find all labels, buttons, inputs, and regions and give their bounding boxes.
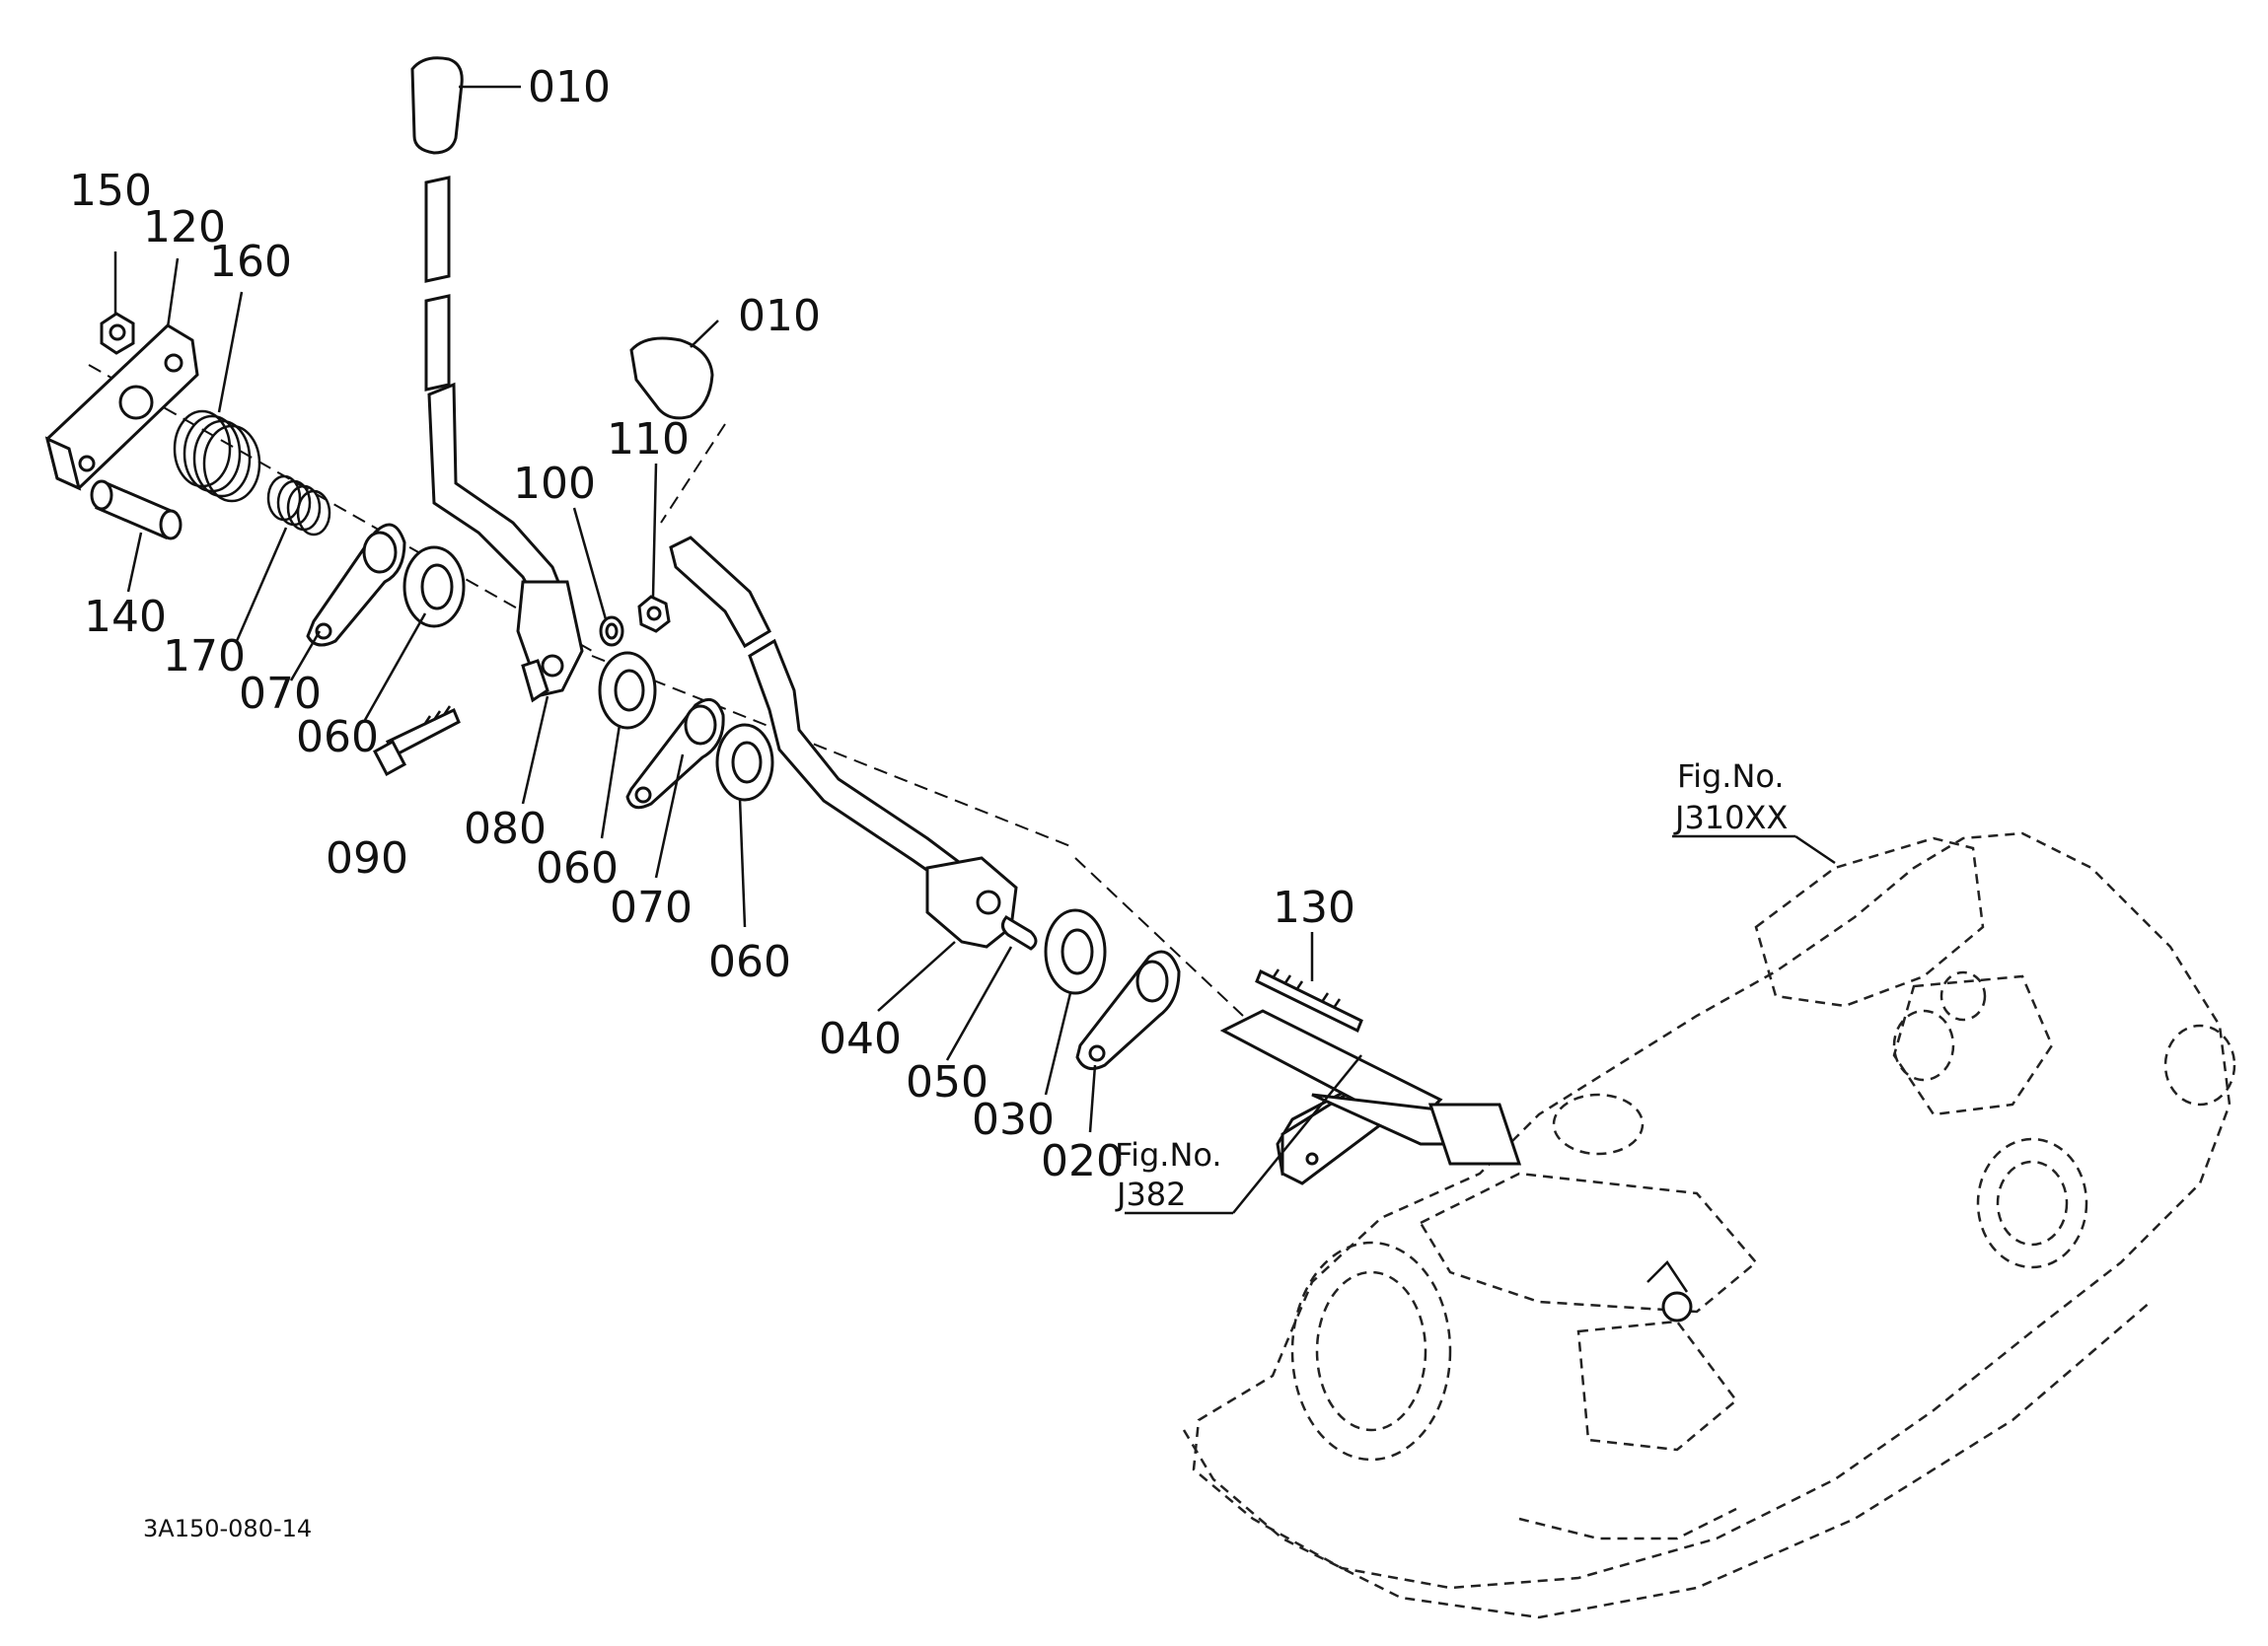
- shift-lever-040: [669, 536, 1018, 949]
- transmission-housing-outline: [1182, 831, 2236, 1619]
- shift-shaft-assembly: [1219, 1009, 1522, 1185]
- callout-090: 090: [326, 833, 408, 884]
- plate-070-upper: [306, 523, 406, 647]
- nut-110: [637, 595, 671, 633]
- callout-140: 140: [84, 592, 167, 642]
- knob-010-lower: [629, 336, 714, 420]
- washer-060-upper: [402, 545, 466, 628]
- callout-170: 170: [163, 631, 246, 681]
- callout-120: 120: [143, 202, 226, 252]
- callout-040: 040: [819, 1014, 902, 1064]
- axis-line-knob: [660, 423, 726, 524]
- callout-060-upper: 060: [296, 712, 379, 762]
- callout-110: 110: [607, 414, 690, 465]
- fig-ref-upper-label: Fig.No.: [1677, 757, 1785, 795]
- leader-lines: [113, 85, 1836, 1215]
- fig-ref-lower-label: Fig.No.: [1115, 1136, 1222, 1174]
- fig-ref-upper-code: J310XX: [1673, 799, 1788, 836]
- spring-160: [173, 409, 261, 503]
- axis-line-upper: [88, 364, 593, 652]
- callout-160: 160: [209, 237, 292, 287]
- fig-ref-lower-code: J382: [1115, 1176, 1187, 1213]
- callout-030: 030: [972, 1095, 1055, 1145]
- axis-line-lower: [1074, 857, 1244, 1017]
- plate-020: [1075, 950, 1181, 1071]
- callout-100: 100: [513, 459, 596, 509]
- nut-150: [100, 312, 135, 355]
- callout-010-lower: 010: [738, 291, 821, 341]
- washer-030: [1044, 908, 1107, 995]
- washer-060-middle-a: [598, 651, 657, 730]
- upper-shift-lever: [424, 176, 584, 703]
- knob-010-upper: [410, 56, 464, 155]
- callout-020: 020: [1041, 1136, 1124, 1186]
- callout-070-upper: 070: [239, 669, 322, 719]
- plate-070-middle: [625, 697, 725, 810]
- callout-150: 150: [69, 166, 152, 216]
- stud-130: [1255, 968, 1363, 1034]
- pin-050: [1001, 915, 1038, 951]
- callout-050: 050: [906, 1057, 988, 1108]
- callout-010-upper: 010: [528, 62, 611, 112]
- callout-060-middle-b: 060: [708, 937, 791, 987]
- collar-140: [90, 479, 183, 540]
- washer-060-middle-b: [715, 723, 774, 802]
- callout-130: 130: [1273, 883, 1355, 933]
- callout-060-middle-a: 060: [536, 843, 619, 894]
- washer-100: [599, 615, 624, 647]
- callout-070-middle: 070: [610, 883, 693, 933]
- drawing-code: 3A150-080-14: [143, 1515, 312, 1542]
- bolt-090: [372, 705, 461, 777]
- spring-170: [266, 474, 331, 537]
- callout-080: 080: [464, 804, 547, 854]
